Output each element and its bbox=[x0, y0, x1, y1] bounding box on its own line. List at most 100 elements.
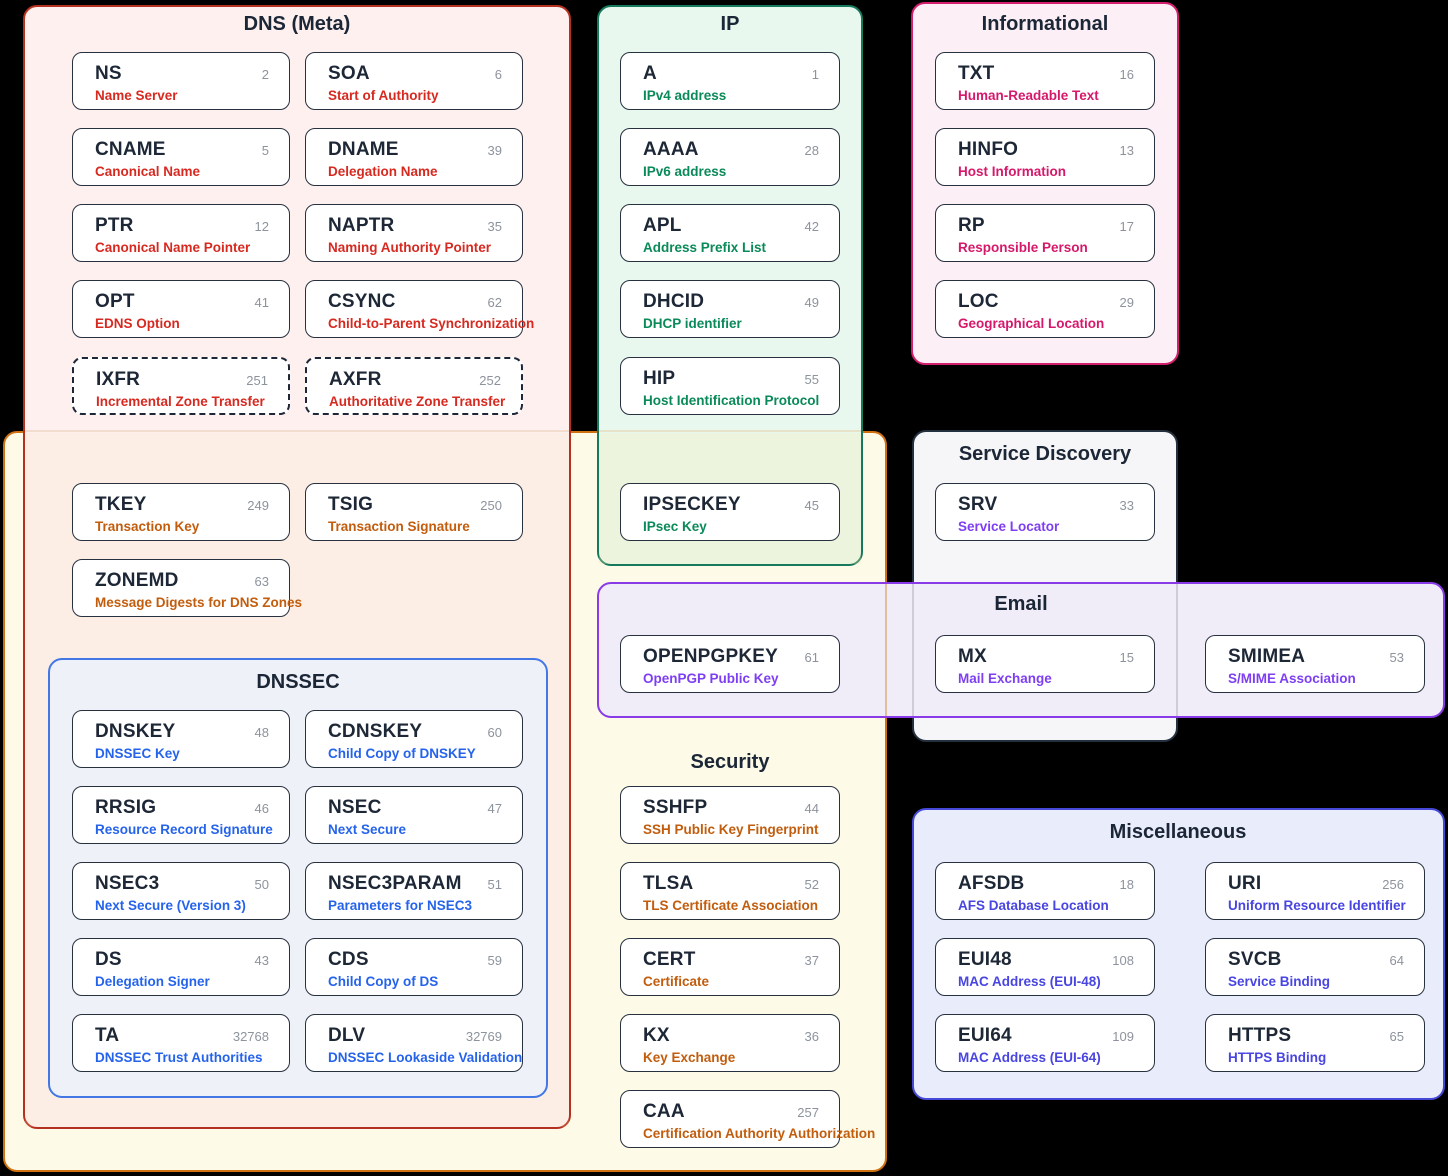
record-name: MX bbox=[958, 646, 987, 667]
record-name: HTTPS bbox=[1228, 1025, 1292, 1046]
record-description: Authoritative Zone Transfer bbox=[329, 394, 506, 409]
record-description: IPsec Key bbox=[643, 519, 707, 534]
record-name: HIP bbox=[643, 368, 676, 389]
record-description: Next Secure (Version 3) bbox=[95, 898, 246, 913]
miscellaneous-group-title: Miscellaneous bbox=[1109, 821, 1247, 843]
record-type-code: 15 bbox=[1119, 650, 1134, 665]
record-name: OPT bbox=[95, 291, 135, 312]
record-type-code: 32769 bbox=[465, 1029, 502, 1044]
record-name: ZONEMD bbox=[95, 570, 179, 591]
record-name: EUI48 bbox=[958, 949, 1012, 970]
record-name: PTR bbox=[95, 215, 134, 236]
record-type-code: 250 bbox=[480, 498, 502, 513]
record-description: S/MIME Association bbox=[1228, 671, 1356, 686]
record-description: Resource Record Signature bbox=[95, 822, 273, 837]
record-name: NSEC bbox=[328, 797, 382, 818]
record-type-code: 61 bbox=[804, 650, 819, 665]
record-description: Service Binding bbox=[1228, 974, 1331, 989]
record-name: CAA bbox=[643, 1101, 685, 1122]
record-name: EUI64 bbox=[958, 1025, 1012, 1046]
record-type-code: 51 bbox=[487, 877, 502, 892]
record-description: IPv4 address bbox=[643, 88, 727, 103]
record-name: TA bbox=[95, 1025, 120, 1046]
record-description: OpenPGP Public Key bbox=[643, 671, 779, 686]
record-name: CERT bbox=[643, 949, 696, 970]
record-description: Delegation Name bbox=[328, 164, 438, 179]
record-description: Name Server bbox=[95, 88, 178, 103]
record-description: Host Information bbox=[958, 164, 1066, 179]
email-group-title: Email bbox=[994, 593, 1048, 615]
record-name: IPSECKEY bbox=[643, 494, 741, 515]
record-description: Child-to-Parent Synchronization bbox=[328, 316, 535, 331]
record-type-code: 18 bbox=[1119, 877, 1134, 892]
record-name: SSHFP bbox=[643, 797, 708, 818]
record-description: Naming Authority Pointer bbox=[328, 240, 492, 255]
record-type-code: 60 bbox=[487, 725, 502, 740]
record-description: Transaction Key bbox=[95, 519, 200, 534]
record-description: Transaction Signature bbox=[328, 519, 470, 534]
record-type-code: 64 bbox=[1389, 953, 1404, 968]
record-name: SVCB bbox=[1228, 949, 1282, 970]
record-name: DLV bbox=[328, 1025, 366, 1046]
record-description: Child Copy of DNSKEY bbox=[328, 746, 476, 761]
record-type-code: 52 bbox=[804, 877, 819, 892]
record-description: Parameters for NSEC3 bbox=[328, 898, 473, 913]
record-description: Uniform Resource Identifier bbox=[1228, 898, 1406, 913]
record-description: Child Copy of DS bbox=[328, 974, 439, 989]
record-type-code: 17 bbox=[1119, 219, 1134, 234]
record-type-code: 13 bbox=[1119, 143, 1134, 158]
record-type-code: 37 bbox=[804, 953, 819, 968]
record-description: Responsible Person bbox=[958, 240, 1088, 255]
record-name: AXFR bbox=[329, 369, 382, 390]
record-description: MAC Address (EUI-48) bbox=[958, 974, 1101, 989]
dnssec-group-title: DNSSEC bbox=[256, 671, 340, 693]
record-description: EDNS Option bbox=[95, 316, 180, 331]
record-name: SOA bbox=[328, 63, 370, 84]
record-description: Human-Readable Text bbox=[958, 88, 1099, 103]
record-name: CDNSKEY bbox=[328, 721, 423, 742]
record-description: DHCP identifier bbox=[643, 316, 742, 331]
record-name: NSEC3PARAM bbox=[328, 873, 462, 894]
record-type-code: 63 bbox=[254, 574, 269, 589]
record-type-code: 45 bbox=[804, 498, 819, 513]
record-name: TXT bbox=[958, 63, 995, 84]
record-name: RP bbox=[958, 215, 985, 236]
record-type-code: 251 bbox=[246, 373, 268, 388]
security-group-title: Security bbox=[690, 751, 770, 773]
record-name: AFSDB bbox=[958, 873, 1025, 894]
record-type-code: 109 bbox=[1112, 1029, 1134, 1044]
service-discovery-group-title: Service Discovery bbox=[958, 443, 1132, 465]
record-type-code: 33 bbox=[1119, 498, 1134, 513]
record-name: NS bbox=[95, 63, 122, 84]
record-description: Key Exchange bbox=[643, 1050, 736, 1065]
record-name: LOC bbox=[958, 291, 999, 312]
record-description: Delegation Signer bbox=[95, 974, 210, 989]
record-type-code: 47 bbox=[487, 801, 502, 816]
record-description: Mail Exchange bbox=[958, 671, 1052, 686]
